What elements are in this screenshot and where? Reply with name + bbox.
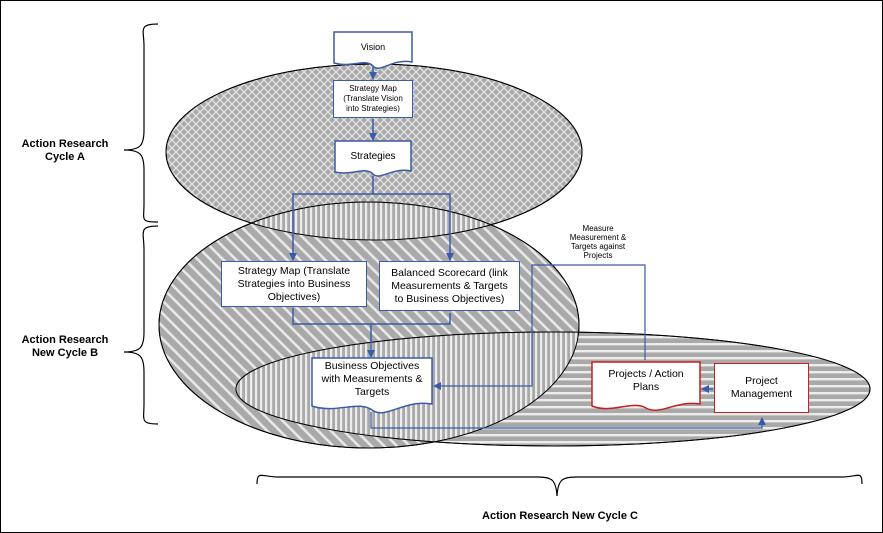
brace-cycle-a [123, 23, 159, 223]
measure-annotation: Measure Measurement & Targets against Pr… [569, 224, 627, 260]
projects-action-plans-label: Projects / Action Plans [608, 368, 684, 393]
vision-label: Vision [360, 41, 386, 52]
balanced-scorecard-box: Balanced Scorecard (link Measurements & … [379, 261, 520, 311]
strategy-map-objectives-label: Strategy Map (Translate Strategies into … [237, 264, 351, 303]
projects-box-shape [591, 361, 701, 411]
strategies-box-shape [334, 140, 412, 177]
business-objectives-box: Business Objectives with Measurements & … [312, 358, 432, 400]
strategy-map-vision-box: Strategy Map (Translate Vision into Stra… [333, 80, 413, 118]
brace-cycle-c [256, 474, 863, 497]
cycle-c-label: Action Research New Cycle C [482, 510, 638, 522]
vision-box: Vision [334, 32, 412, 62]
arrow-strategies-to-left [289, 176, 374, 261]
balanced-scorecard-label: Balanced Scorecard (link Measurements & … [391, 266, 508, 305]
arrow-objectives-to-project-mgmt [370, 412, 766, 429]
project-management-label: Project Management [730, 375, 793, 400]
vision-box-shape [333, 31, 413, 69]
business-objectives-box-shape [311, 357, 433, 414]
arrow-merge-to-objectives [292, 308, 451, 357]
strategies-label: Strategies [350, 150, 396, 162]
cycle-b-label: Action Research New Cycle B [21, 334, 109, 359]
projects-action-plans-box: Projects / Action Plans [592, 362, 700, 400]
arrow-measure-to-objectives [433, 264, 646, 390]
brace-cycle-b [123, 225, 159, 425]
strategy-map-vision-label: Strategy Map (Translate Vision into Stra… [343, 84, 403, 113]
arrow-strategies-to-right [373, 193, 454, 261]
business-objectives-label: Business Objectives with Measurements & … [321, 359, 423, 398]
cycle-a-label: Action Research Cycle A [21, 138, 109, 163]
strategies-box: Strategies [335, 141, 411, 171]
project-management-box: Project Management [714, 363, 809, 413]
strategy-map-objectives-box: Strategy Map (Translate Strategies into … [221, 261, 367, 307]
